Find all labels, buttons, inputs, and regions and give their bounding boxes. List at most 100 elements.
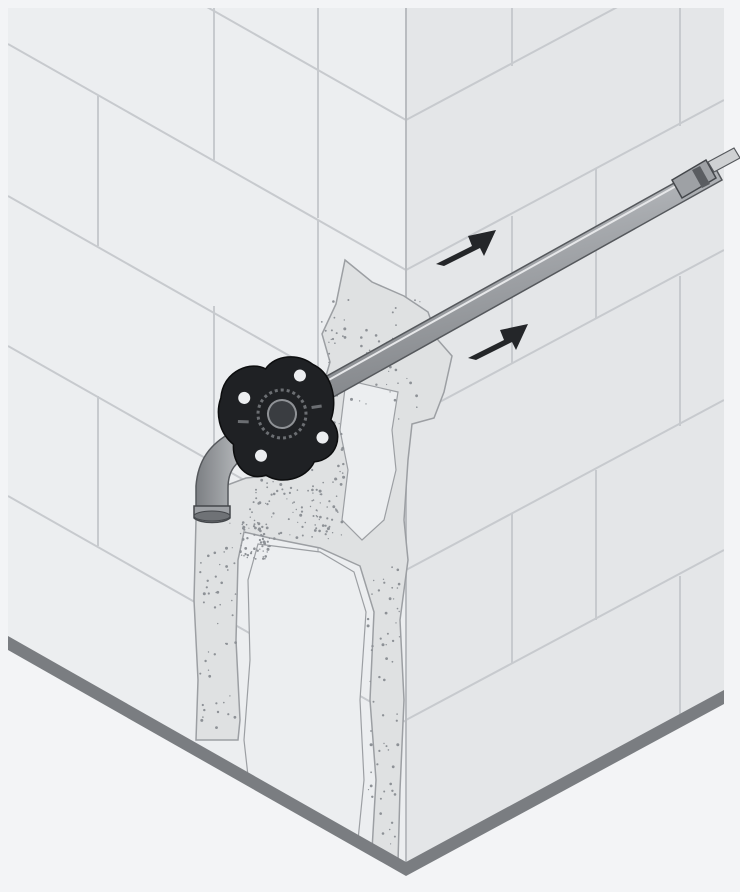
plaster-speckle: [225, 642, 227, 645]
plaster-speckle: [322, 481, 325, 484]
plaster-speckle: [385, 644, 387, 646]
plaster-speckle: [272, 512, 275, 515]
plaster-speckle: [370, 649, 373, 652]
plaster-speckle: [249, 508, 251, 511]
plaster-speckle: [266, 540, 269, 543]
plaster-speckle: [229, 695, 231, 697]
plaster-speckle: [328, 358, 330, 360]
plaster-speckle: [272, 481, 274, 483]
plaster-speckle: [328, 525, 331, 528]
plaster-speckle: [231, 614, 234, 617]
plaster-speckle: [239, 532, 242, 535]
plaster-speckle: [318, 529, 321, 533]
plaster-speckle: [213, 551, 217, 555]
plaster-speckle: [266, 503, 269, 506]
plaster-speckle: [295, 508, 297, 511]
plaster-speckle: [343, 319, 345, 321]
plaster-speckle: [388, 828, 391, 831]
plaster-speckle: [241, 521, 245, 524]
plaster-speckle: [342, 335, 344, 338]
plaster-speckle: [214, 575, 217, 578]
plaster-speckle: [204, 659, 207, 663]
plaster-speckle: [324, 524, 327, 527]
plaster-speckle: [251, 511, 253, 514]
plaster-speckle: [245, 531, 247, 534]
plaster-speckle: [370, 771, 372, 773]
plaster-speckle: [215, 726, 218, 729]
plaster-speckle: [319, 515, 322, 519]
plaster-speckle: [395, 324, 397, 326]
plaster-speckle: [202, 601, 205, 604]
plaster-speckle: [330, 338, 332, 341]
plaster-speckle: [244, 547, 248, 550]
plaster-speckle: [304, 521, 307, 524]
plaster-speckle: [219, 563, 221, 566]
plaster-speckle: [261, 525, 264, 529]
plaster-speckle: [252, 501, 255, 504]
plaster-speckle: [299, 513, 303, 517]
plaster-speckle: [312, 485, 314, 488]
plaster-speckle: [241, 523, 244, 526]
plaster-speckle: [208, 674, 212, 678]
plaster-speckle: [375, 383, 378, 386]
plaster-speckle: [233, 715, 237, 719]
plaster-speckle: [199, 571, 202, 574]
plaster-speckle: [383, 790, 386, 793]
plaster-speckle: [202, 592, 206, 596]
plaster-speckle: [286, 498, 288, 500]
plaster-speckle: [318, 518, 320, 521]
plaster-speckle: [289, 486, 293, 490]
plaster-speckle: [391, 586, 394, 589]
plaster-speckle: [328, 341, 330, 343]
plaster-speckle: [397, 382, 399, 385]
plaster-speckle: [389, 782, 393, 786]
plaster-speckle: [394, 368, 398, 372]
plaster-speckle: [387, 749, 390, 751]
plaster-speckle: [259, 548, 261, 550]
plaster-speckle: [293, 501, 295, 504]
plaster-speckle: [391, 765, 395, 769]
plaster-speckle: [321, 524, 325, 527]
plaster-speckle: [409, 381, 412, 385]
plaster-speckle: [331, 532, 334, 534]
plaster-speckle: [272, 492, 276, 496]
plaster-speckle: [366, 617, 370, 621]
plaster-speckle: [268, 537, 270, 540]
plaster-speckle: [312, 515, 315, 517]
plaster-speckle: [213, 606, 217, 609]
plaster-speckle: [342, 462, 345, 466]
plaster-speckle: [207, 669, 210, 671]
plaster-speckle: [219, 603, 221, 606]
plaster-speckle: [377, 589, 381, 592]
plaster-speckle: [330, 329, 333, 332]
plaster-speckle: [215, 591, 217, 594]
plaster-speckle: [202, 716, 204, 718]
plaster-speckle: [414, 299, 416, 302]
plaster-speckle: [225, 546, 228, 550]
plaster-speckle: [391, 789, 394, 792]
plaster-speckle: [326, 517, 329, 520]
plaster-speckle: [220, 581, 223, 585]
plaster-speckle: [262, 556, 264, 558]
plaster-speckle: [258, 527, 261, 531]
plaster-speckle: [231, 599, 233, 602]
plaster-speckle: [416, 406, 418, 409]
plaster-speckle: [320, 321, 323, 323]
right-wall-brick-lines: [406, 8, 724, 721]
plaster-speckle: [326, 527, 330, 531]
plaster-speckle: [391, 311, 394, 314]
plaster-speckle: [278, 532, 281, 535]
plaster-speckle: [309, 505, 312, 508]
base-shadow: [8, 636, 406, 876]
plaster-speckle: [386, 383, 388, 386]
plaster-speckle: [243, 554, 245, 557]
plaster-speckle: [311, 499, 314, 502]
plaster-speckle: [382, 578, 385, 580]
plaster-speckle: [392, 598, 395, 600]
plaster-channel: [193, 258, 453, 864]
plaster-speckle: [270, 493, 273, 496]
plaster-speckle: [216, 590, 220, 594]
plaster-speckle: [340, 520, 344, 524]
plaster-speckle: [311, 488, 314, 492]
